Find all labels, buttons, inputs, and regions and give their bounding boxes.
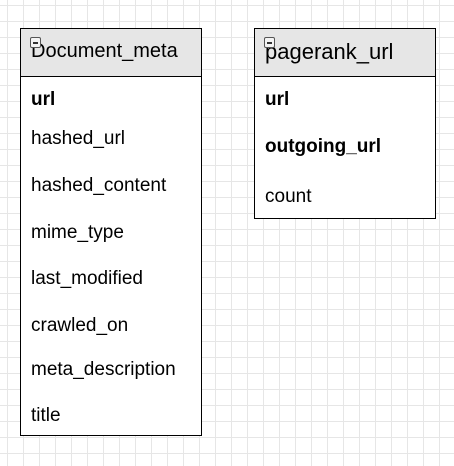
field-row-outgoing-url[interactable]: outgoing_url (265, 136, 382, 157)
collapse-icon[interactable] (30, 37, 41, 48)
field-row-last-modified[interactable]: last_modified (31, 268, 143, 289)
field-row-meta-description[interactable]: meta_description (31, 359, 176, 380)
field-row-title[interactable]: title (31, 405, 61, 426)
collapse-icon[interactable] (264, 37, 275, 48)
table-title: Document_meta (31, 40, 178, 62)
table-header[interactable]: pagerank_url (255, 29, 435, 77)
field-row-url[interactable]: url (265, 89, 290, 110)
field-row-hashed-url[interactable]: hashed_url (31, 128, 126, 149)
field-row-hashed-content[interactable]: hashed_content (31, 175, 167, 196)
field-row-mime-type[interactable]: mime_type (31, 222, 124, 243)
field-row-count[interactable]: count (265, 186, 312, 207)
table-pagerank-url[interactable]: pagerank_url url outgoing_url count (254, 28, 436, 219)
field-row-crawled-on[interactable]: crawled_on (31, 315, 129, 336)
table-header[interactable]: Document_meta (21, 29, 201, 77)
table-title: pagerank_url (265, 39, 394, 64)
field-row-url[interactable]: url (31, 89, 56, 110)
table-document-meta[interactable]: Document_meta url hashed_url hashed_cont… (20, 28, 202, 436)
